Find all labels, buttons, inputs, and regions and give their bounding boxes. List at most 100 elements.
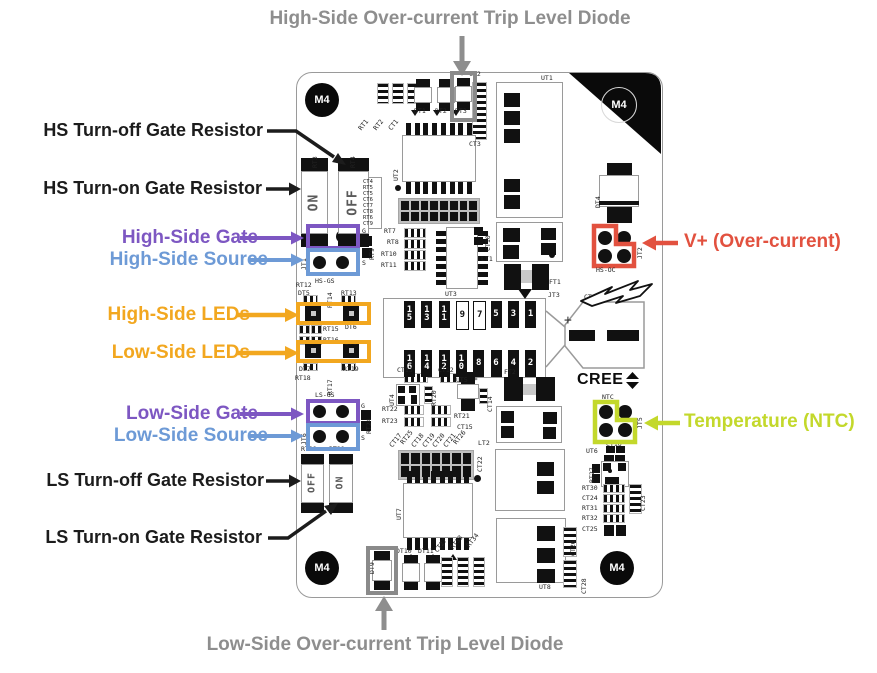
refdes-label: RT10 xyxy=(381,250,397,258)
ls-turnon-resistor-marking: ON xyxy=(334,475,346,490)
mount-hole-bottom-left: M4 xyxy=(305,551,339,585)
pcb-component xyxy=(592,464,600,473)
refdes-label: CT28 xyxy=(580,578,588,594)
callout-ls-source: Low-Side Source xyxy=(113,425,268,446)
refdes-label: DT7 xyxy=(299,365,311,373)
pcb-component xyxy=(543,412,557,424)
pcb-component xyxy=(495,449,565,511)
refdes-label: CT13 xyxy=(397,366,413,374)
refdes-label: DT10 xyxy=(396,547,412,555)
refdes-label: CT3 xyxy=(469,140,481,148)
callout-bottom-oc-diode: Low-Side Over-current Trip Level Diode xyxy=(206,634,564,655)
pcb-component xyxy=(404,228,426,238)
cree-logo-text: CREE xyxy=(577,371,624,388)
pcb-component xyxy=(436,255,446,261)
pcb-component xyxy=(452,110,460,116)
pcb-component xyxy=(301,464,324,503)
pcb-component xyxy=(404,261,426,271)
pcb-component xyxy=(414,87,432,103)
pcb-component xyxy=(604,455,614,463)
pcb-component xyxy=(461,399,466,411)
refdes-label: RT30 xyxy=(582,484,598,492)
pcb-component xyxy=(338,171,369,234)
pcb-component xyxy=(423,123,429,135)
refdes-label: FT1 xyxy=(549,278,561,286)
pcb-component xyxy=(592,474,600,483)
refdes-label: RT19 xyxy=(343,365,359,373)
pcb-component xyxy=(301,171,328,234)
pcb-component xyxy=(404,417,424,427)
pcb-component xyxy=(336,256,349,269)
refdes-label: CT16 xyxy=(606,440,622,448)
pcb-component xyxy=(616,446,625,453)
pcb-component xyxy=(329,454,353,464)
pcb-component xyxy=(436,271,446,277)
pcb-component xyxy=(436,280,446,285)
pcb-component xyxy=(501,426,514,438)
refdes-label: DT2 xyxy=(435,107,447,115)
pcb-component xyxy=(423,538,429,550)
refdes-label: RT32 xyxy=(582,514,598,522)
pcb-component xyxy=(431,538,437,550)
pcb-component xyxy=(617,231,631,245)
refdes-label: RT18 xyxy=(295,374,311,382)
pcb-component xyxy=(467,123,472,135)
pcb-component xyxy=(395,185,401,191)
pcb-component xyxy=(543,427,556,439)
pcb-component xyxy=(439,538,445,550)
pcb-component xyxy=(439,471,445,483)
pcb-component xyxy=(374,581,390,590)
pcb-component xyxy=(537,481,554,494)
pcb-component xyxy=(496,518,566,583)
pcb-component xyxy=(311,348,316,353)
pcb-component xyxy=(398,396,405,404)
ntc-header-label: NTC xyxy=(602,393,614,401)
pcb-component xyxy=(426,582,440,590)
pcb-component xyxy=(537,569,555,583)
connector-pin-8: 8 xyxy=(473,350,485,377)
pcb-component xyxy=(607,207,632,223)
pcb-component xyxy=(439,79,453,87)
refdes-label: CT23 xyxy=(639,495,647,511)
ls-gs-header-label: LS-GS xyxy=(315,391,335,399)
refdes-label: CT15 xyxy=(457,423,473,431)
refdes-label: DT5 xyxy=(298,289,310,297)
pcb-component xyxy=(446,227,478,289)
pcb-component xyxy=(406,123,411,135)
pcb-component xyxy=(431,471,437,483)
pcb-component xyxy=(467,399,472,411)
pcb-component xyxy=(432,123,438,135)
refdes-label: RT4 xyxy=(349,156,357,168)
refdes-label: CT12 xyxy=(438,366,454,374)
refdes-label: CT11 xyxy=(584,293,600,301)
refdes-label: RT21 xyxy=(454,412,470,420)
pcb-component xyxy=(432,182,438,194)
callout-hs-source: High-Side Source xyxy=(109,249,268,270)
pcb-component xyxy=(457,384,479,399)
pcb-component xyxy=(407,471,412,483)
pcb-component xyxy=(504,179,520,192)
callout-vplus: V+ (Over-current) xyxy=(684,231,841,252)
pcb-component xyxy=(336,430,349,443)
pcb-component xyxy=(406,182,411,194)
refdes-label: CT24 xyxy=(582,494,598,502)
connector-pin-7: 7 xyxy=(473,301,487,330)
pcb-component xyxy=(392,83,404,104)
ls-source-highlight xyxy=(306,423,360,451)
refdes-label: UT1 xyxy=(541,74,553,82)
pcb-component xyxy=(411,395,417,404)
pcb-component xyxy=(523,384,536,395)
pcb-component xyxy=(457,78,470,86)
pcb-component xyxy=(301,158,328,171)
pcb-component xyxy=(537,462,554,476)
pcb-component xyxy=(436,239,446,245)
pcb-component xyxy=(349,311,354,316)
pcb-component xyxy=(603,514,625,523)
refdes-label: UT5 xyxy=(456,376,468,384)
pcb-component xyxy=(549,252,555,258)
pcb-component xyxy=(478,247,488,253)
